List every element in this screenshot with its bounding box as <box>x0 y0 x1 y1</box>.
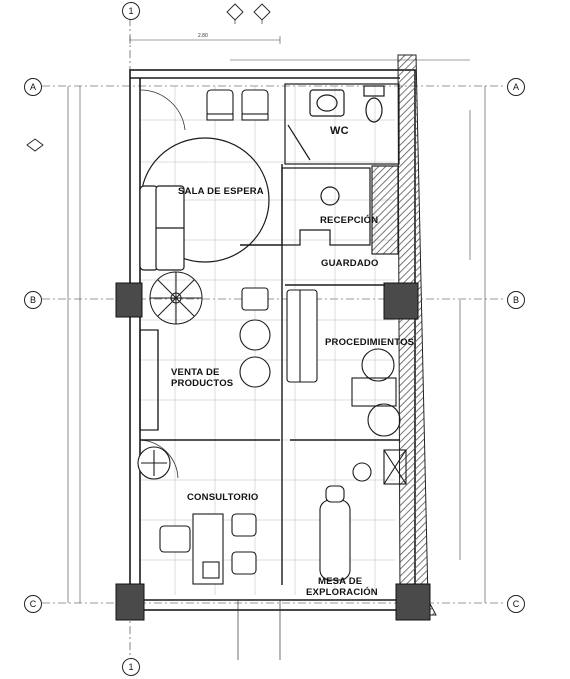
room-label-mesa-1: MESA DE <box>318 576 363 587</box>
exam-chair <box>319 462 372 581</box>
room-label-procedimientos: PROCEDIMIENTOS <box>325 337 415 348</box>
partitions <box>140 164 400 585</box>
reception-counter <box>281 165 399 255</box>
existing-wall <box>397 54 437 616</box>
sofa <box>139 185 185 271</box>
dimension-lines <box>67 36 486 603</box>
room-label-recepcion: RECEPCIÓN <box>320 215 379 226</box>
room-label-wc: WC <box>330 125 349 137</box>
axis-bubble-b-right: B <box>507 291 525 309</box>
room-label-venta-2: PRODUCTOS <box>171 378 234 389</box>
room-label-consultorio: CONSULTORIO <box>187 492 259 503</box>
exam-cabinet <box>383 449 407 485</box>
consultorio-furniture <box>137 446 257 585</box>
axis-bubble-1-bottom: 1 <box>122 658 140 676</box>
axis-bubble-b-left: B <box>24 291 42 309</box>
axis-bubble-a-right: A <box>507 78 525 96</box>
wc-room <box>284 83 400 165</box>
dimension-top: 2.80 <box>198 33 208 39</box>
structural-columns <box>115 282 431 621</box>
procedure-benches <box>239 287 318 388</box>
room-label-venta-1: VENTA DE <box>171 367 220 378</box>
room-label-guardado: GUARDADO <box>321 258 379 269</box>
room-label-mesa-2: EXPLORACIÓN <box>306 587 378 598</box>
spiral-stair <box>149 271 203 325</box>
door-swings <box>139 89 186 479</box>
waiting-chairs-top <box>206 89 269 121</box>
product-shelf <box>139 329 159 431</box>
section-markers <box>26 3 271 152</box>
axis-bubble-a-left: A <box>24 78 42 96</box>
axis-bubble-1-top: 1 <box>122 2 140 20</box>
axis-bubble-c-right: C <box>507 595 525 613</box>
axis-bubble-c-left: C <box>24 595 42 613</box>
procedure-furniture <box>351 348 401 437</box>
room-label-sala-espera: SALA DE ESPERA <box>178 186 264 197</box>
axis-lines <box>42 18 505 656</box>
